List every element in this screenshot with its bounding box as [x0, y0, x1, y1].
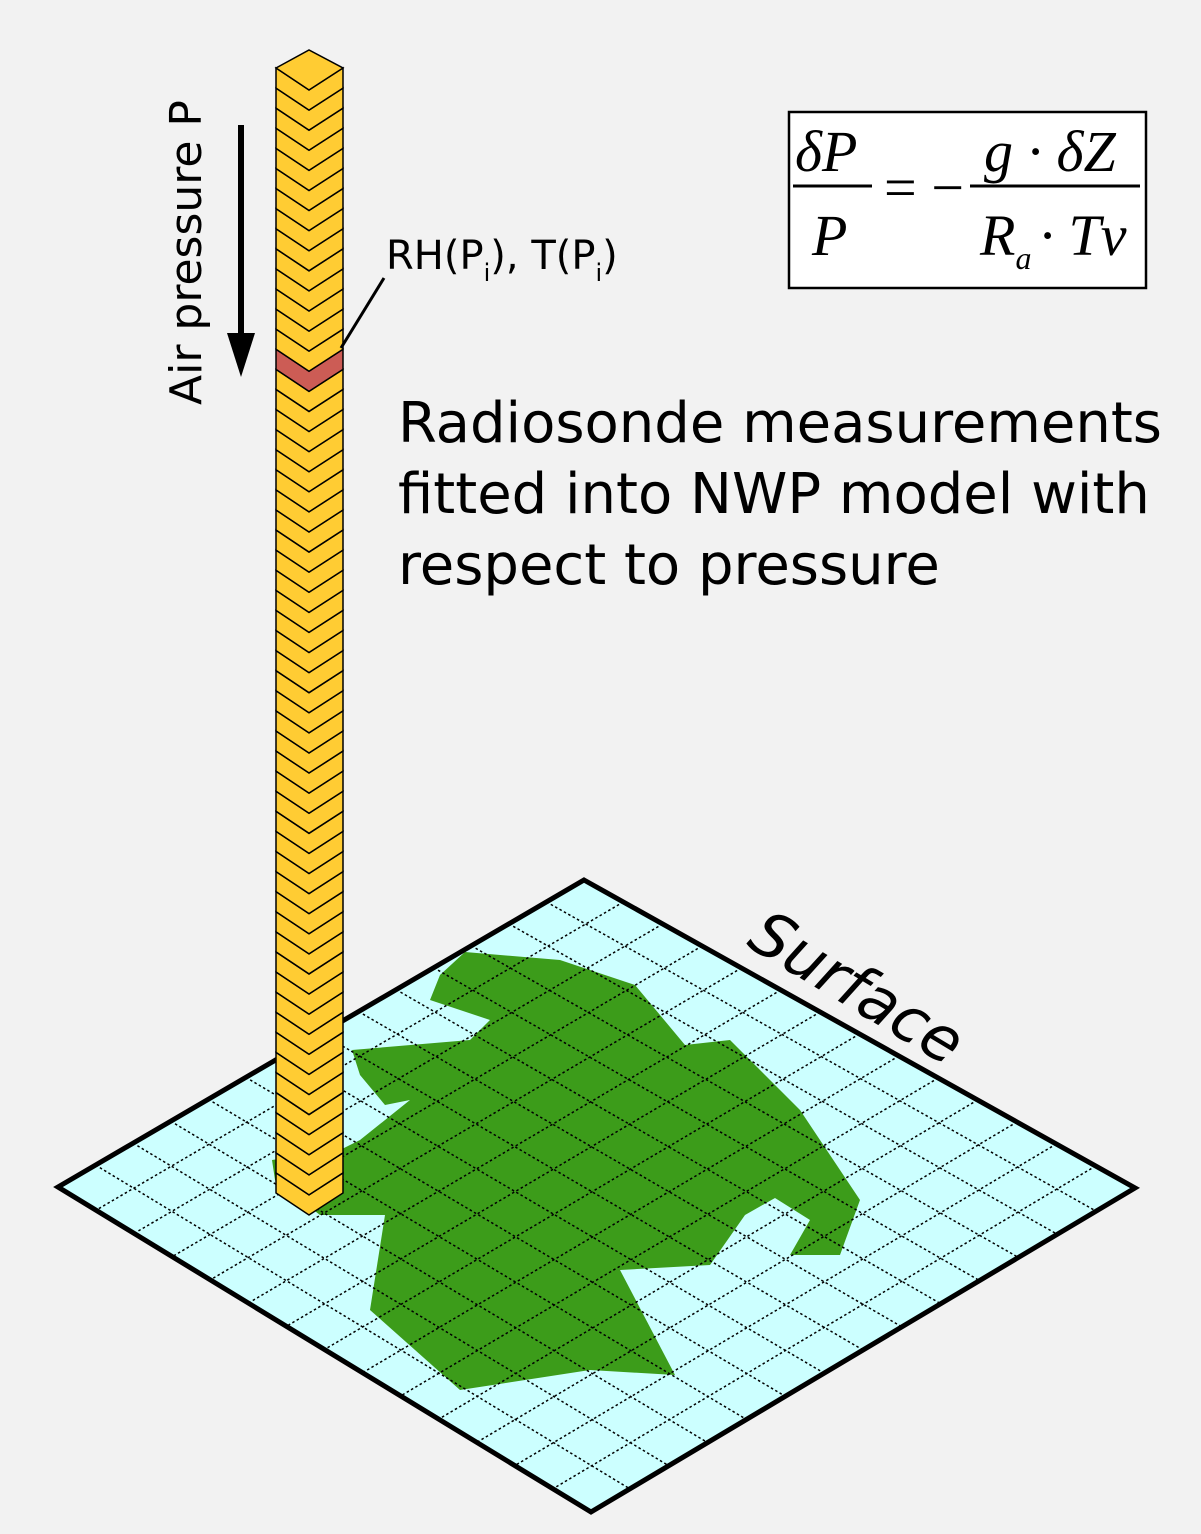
grid-line [95, 901, 624, 1211]
caption-line-3: respect to pressure [398, 533, 940, 598]
grid-line [438, 1099, 978, 1420]
equation-r: R [979, 203, 1015, 268]
equation-rhs-denominator: Ra· Tv [979, 203, 1127, 276]
level-label-sub2: i [595, 259, 602, 287]
grid-line [132, 1142, 670, 1467]
caption-line-1: Radiosonde measurements [398, 391, 1162, 456]
column-top-cap [274, 49, 345, 91]
level-pointer-line [339, 277, 386, 349]
grid-line [400, 1077, 939, 1397]
level-label: RH(Pi), T(Pi) [386, 233, 618, 287]
level-label-mid: ), T(P [490, 233, 595, 279]
radiosonde-column [274, 49, 345, 1216]
equation-lhs-numerator: δP [795, 119, 857, 184]
level-label-end: ) [602, 233, 618, 279]
caption-line-2: fitted into NWP model with [398, 462, 1150, 527]
pressure-arrow [227, 125, 255, 377]
grid-line [546, 901, 1097, 1212]
grid-line [245, 1076, 786, 1397]
grid-line [133, 923, 664, 1235]
surface-grid-lines [95, 901, 1097, 1490]
grid-line [207, 1098, 747, 1421]
caption: Radiosonde measurements fitted into NWP … [398, 391, 1162, 598]
grid-line [508, 923, 1058, 1235]
grid-line [170, 1120, 708, 1444]
grid-line [324, 1033, 860, 1351]
grid-line [552, 1165, 1097, 1490]
grid-line [362, 1055, 900, 1374]
equation-r-subscript: a [1015, 240, 1031, 276]
grid-line [286, 1011, 821, 1327]
level-label-sub1: i [484, 259, 491, 287]
grid-line [171, 945, 703, 1258]
equation-box [787, 110, 1148, 290]
equation-operator: = − [884, 155, 964, 220]
hypsometric-equation: δP P = − g · δZ Ra· Tv [787, 110, 1148, 290]
land-mass [272, 952, 860, 1390]
level-label-rh: RH(P [386, 233, 484, 279]
air-pressure-label: Air pressure P [161, 100, 212, 405]
surface-plane: Surface [53, 877, 1141, 1515]
equation-rhs-numerator: g · δZ [984, 119, 1116, 184]
surface-border [53, 877, 1141, 1515]
equation-tv: · Tv [1039, 203, 1126, 268]
equation-lhs-denominator: P [811, 203, 847, 268]
